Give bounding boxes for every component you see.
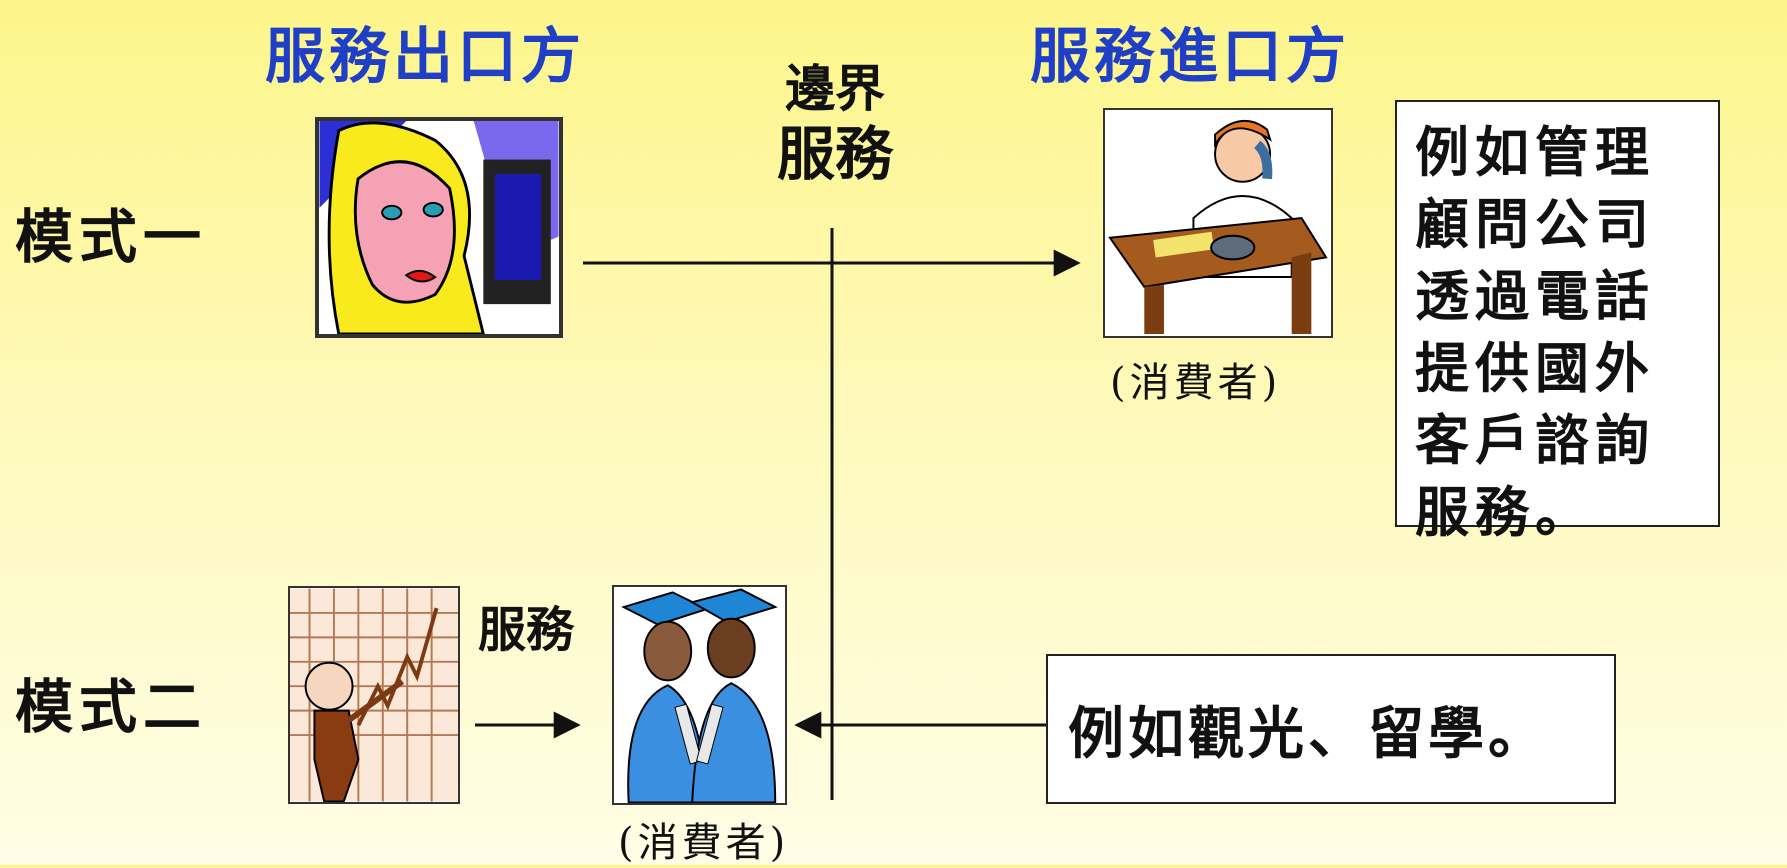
consumer-label-top: (消費者): [1110, 360, 1282, 406]
boundary-label-line2: 服務: [776, 120, 893, 188]
example-box-mode1: 例如管理顧問公司透過電話提供國外客戶諮詢服務。: [1395, 100, 1720, 544]
example-text-mode1: 例如管理顧問公司透過電話提供國外客戶諮詢服務。: [1415, 120, 1655, 544]
presenter-with-chart-icon: [288, 586, 460, 804]
importer-heading: 服務進口方: [1030, 22, 1350, 92]
boundary-label: 邊界 服務: [770, 60, 900, 190]
woman-at-computer-icon: [315, 117, 563, 338]
example-box-mode2: 例如觀光、留學。: [1046, 654, 1616, 804]
man-on-phone-at-desk-icon: [1103, 108, 1333, 338]
example-text-mode2: 例如觀光、留學。: [1068, 700, 1548, 767]
exporter-heading: 服務出口方: [265, 22, 585, 92]
mode-two-label: 模式二: [15, 673, 208, 741]
boundary-label-line1: 邊界: [785, 59, 885, 118]
mode-one-label: 模式一: [15, 203, 208, 271]
consumer-label-bottom: (消費者): [618, 820, 790, 866]
service-label-mode2: 服務: [478, 602, 575, 658]
graduates-icon: [612, 585, 787, 805]
